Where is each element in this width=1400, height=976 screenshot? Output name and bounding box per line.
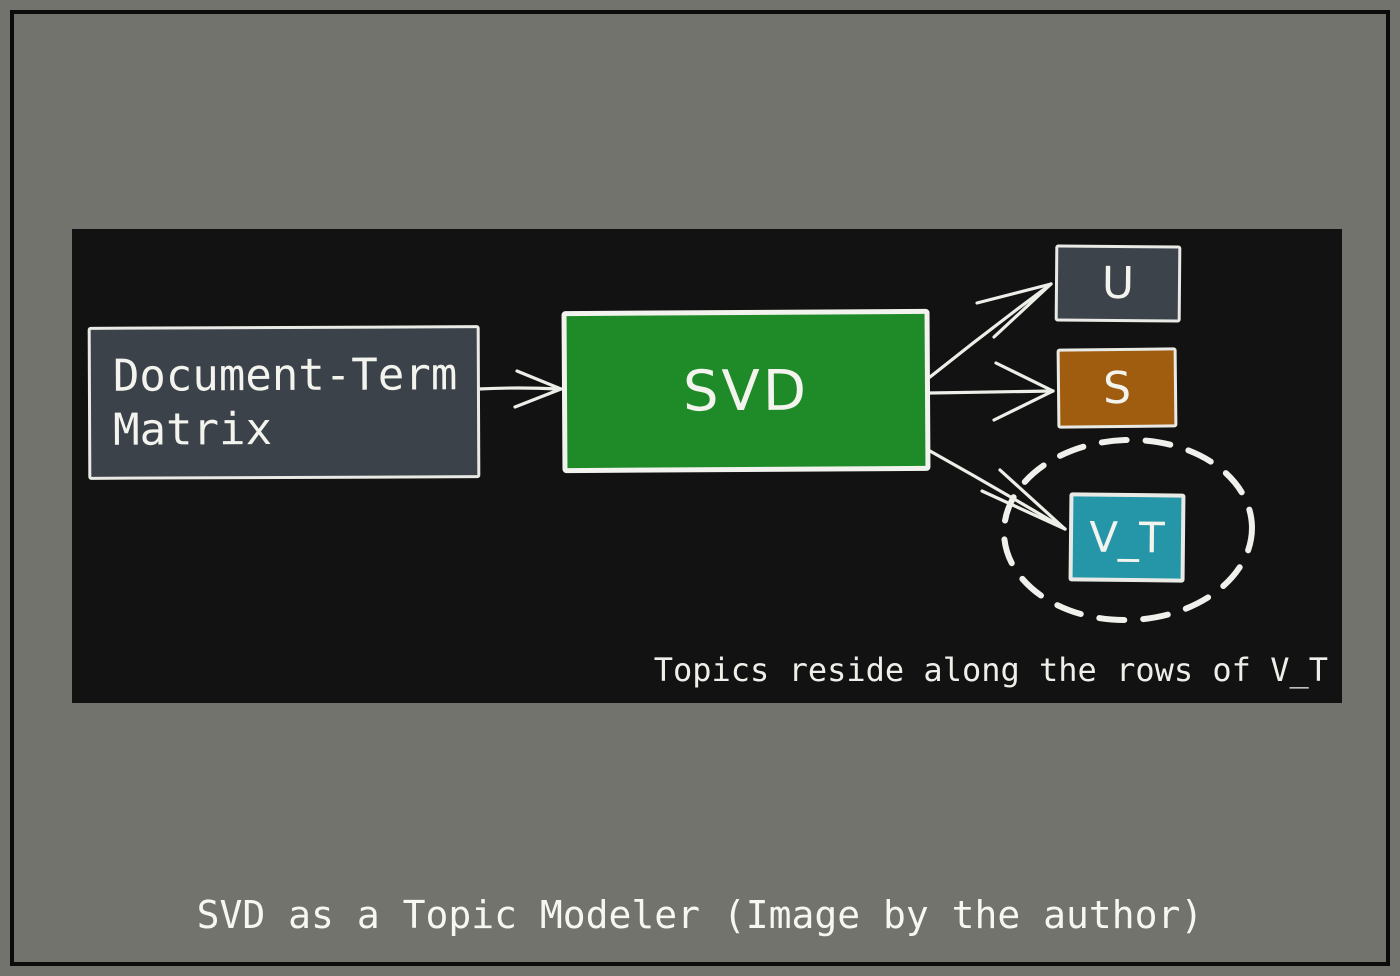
s-matrix-box: S [1056,347,1178,429]
svd-label: SVD [682,358,810,424]
arrow-svd-to-u [928,282,1053,379]
vt-label: V_T [1089,512,1165,563]
document-term-matrix-box: Document-Term Matrix [87,325,481,480]
svd-box: SVD [561,308,931,474]
diagram-note: Topics reside along the rows of V_T [653,651,1328,689]
vt-matrix-box: V_T [1068,492,1186,583]
arrow-svd-to-vt [928,449,1067,531]
dtm-label-line2: Matrix [113,403,273,456]
dtm-label-line1: Document-Term [112,349,458,402]
arrow-dtm-to-svd [476,369,563,409]
image-caption: SVD as a Topic Modeler (Image by the aut… [196,893,1204,937]
arrow-svd-to-s [928,361,1055,422]
s-label: S [1102,362,1132,414]
u-matrix-box: U [1054,244,1182,323]
u-label: U [1101,257,1135,310]
diagram-canvas: Document-Term Matrix SVD U S V_T Topics … [72,229,1342,703]
diagram-connectors [476,282,1255,624]
topic-highlight-ellipse [1001,436,1255,624]
